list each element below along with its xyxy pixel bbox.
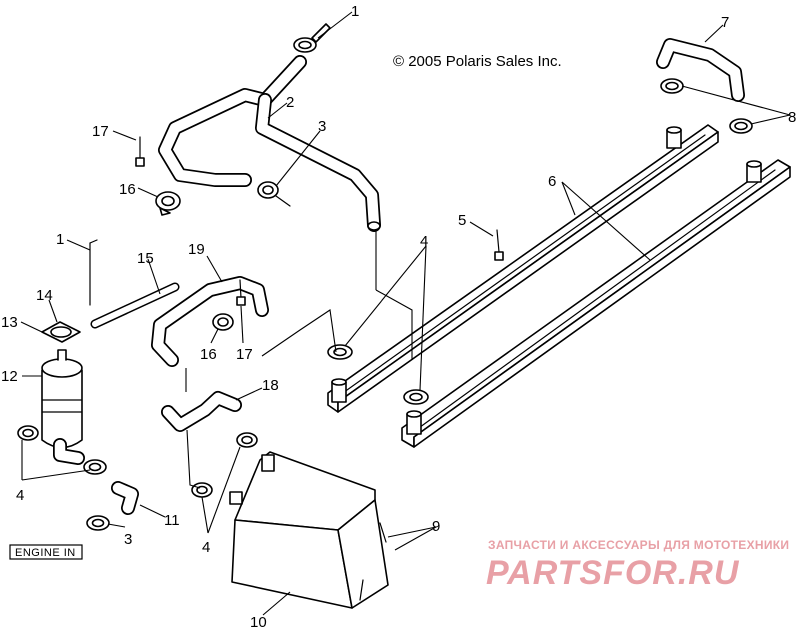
heat-exchanger-upper [327,124,719,413]
heat-exchanger-lower [401,159,791,448]
coolant-reservoir [41,349,83,449]
callout-6: 6 [548,173,556,190]
hose-clamps-lower [191,432,258,498]
copyright-text: © 2005 Polaris Sales Inc. [393,53,562,70]
watermark: ЗАПЧАСТИ И АКСЕССУАРЫ ДЛЯ МОТОТЕХНИКИ PA… [486,538,789,592]
hose-clamp-middle [212,313,234,331]
hose-clamps-right [660,78,753,134]
callout-17-lower: 17 [236,346,253,363]
callout-8: 8 [788,109,796,126]
callout-3-lower: 3 [124,531,132,548]
callout-19: 19 [188,241,205,258]
watermark-tagline: ЗАПЧАСТИ И АКСЕССУАРЫ ДЛЯ МОТОТЕХНИКИ [488,538,789,552]
screw-upper [135,136,145,167]
hose-clamp-upper-left [155,191,181,216]
callout-1-dipstick: 1 [56,231,64,248]
vent-tube [90,282,180,329]
hose-clamp-upper-right [257,181,291,207]
callout-4-lower: 4 [202,539,210,556]
callout-numbers: 1 2 3 4 5 6 7 8 9 10 11 12 13 14 15 16 1… [1,3,796,631]
callout-5: 5 [458,212,466,229]
reservoir-outlet [53,438,85,465]
callout-4-exchanger: 4 [420,233,428,250]
callout-13: 13 [1,314,18,331]
callout-15: 15 [137,250,154,267]
callout-18: 18 [262,377,279,394]
callout-4-left: 4 [16,487,24,504]
engine-in-text: ENGINE IN [15,547,76,559]
lower-hose [161,391,242,432]
leader-lines [20,11,791,616]
hose-clamps-exchanger [327,344,429,405]
middle-hose [151,276,269,367]
rivets [359,522,387,601]
engine-in-label: ENGINE IN [9,544,83,560]
reservoir-cap [41,321,81,343]
engine-in-box [9,544,83,560]
callout-16-upper: 16 [119,181,136,198]
callout-11: 11 [164,512,180,529]
callout-1-top: 1 [351,3,359,20]
screw-middle [236,279,246,306]
dipstick [89,239,98,306]
screw-right [494,229,504,261]
elbow-fitting [111,481,139,515]
callout-3-upper: 3 [318,118,326,135]
callout-2: 2 [286,94,294,111]
crossover-hose [656,38,745,102]
hose-clamp-top [293,23,331,53]
callout-12: 12 [1,368,18,385]
callout-14: 14 [36,287,53,304]
callout-9: 9 [432,518,440,535]
callout-16-lower: 16 [200,346,217,363]
watermark-brand: PARTSFOR.RU [486,554,740,592]
callout-17-upper: 17 [92,123,109,140]
upper-coolant-hose [158,55,381,232]
radiator-shroud [229,451,389,609]
callout-10: 10 [250,614,267,631]
callout-7: 7 [721,14,729,31]
